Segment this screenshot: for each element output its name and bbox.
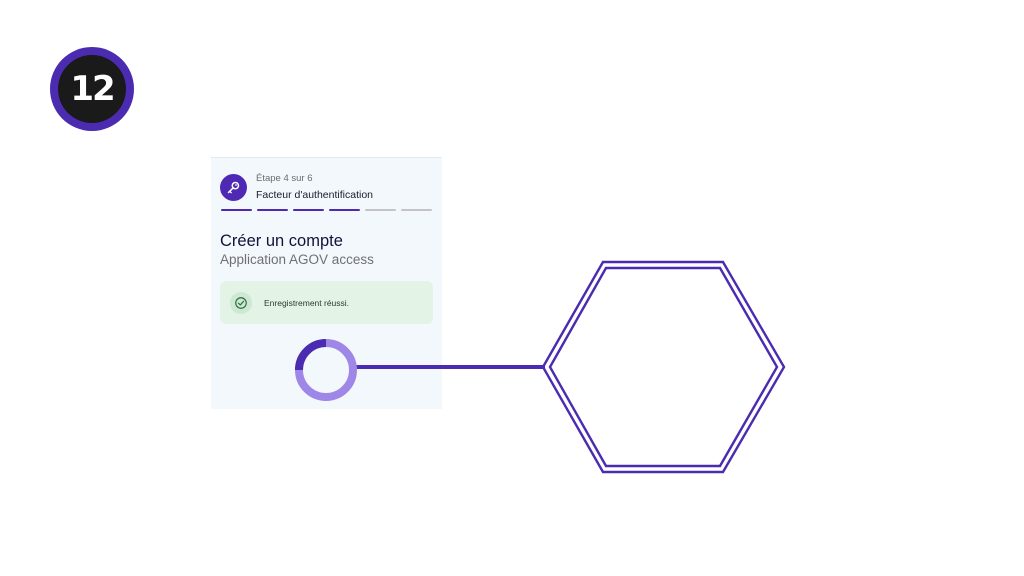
registration-panel: Étape 4 sur 6 Facteur d'authentification… xyxy=(211,157,442,409)
page-title: Créer un compte xyxy=(220,232,343,250)
hexagon-callout xyxy=(541,260,786,474)
step-number: 12 xyxy=(58,55,126,123)
alert-message: Enregistrement réussi. xyxy=(264,297,350,308)
step-number-badge: 12 xyxy=(50,47,134,131)
progress-segment-6 xyxy=(401,209,432,211)
progress-segment-4 xyxy=(329,209,360,211)
success-alert: Enregistrement réussi. xyxy=(220,281,433,324)
hexagon-inner-border xyxy=(548,266,779,468)
step-header: Étape 4 sur 6 Facteur d'authentification xyxy=(220,172,373,202)
step-name: Facteur d'authentification xyxy=(256,189,373,201)
step-counter: Étape 4 sur 6 xyxy=(256,173,313,184)
progress-segment-3 xyxy=(293,209,324,211)
progress-segment-5 xyxy=(365,209,396,211)
progress-segment-1 xyxy=(221,209,252,211)
check-circle-icon xyxy=(230,291,252,314)
hexagon-outer-border xyxy=(541,260,786,474)
page-subtitle: Application AGOV access xyxy=(220,252,374,267)
step-progress-bar xyxy=(221,209,432,211)
progress-segment-2 xyxy=(257,209,288,211)
key-icon xyxy=(220,173,247,201)
